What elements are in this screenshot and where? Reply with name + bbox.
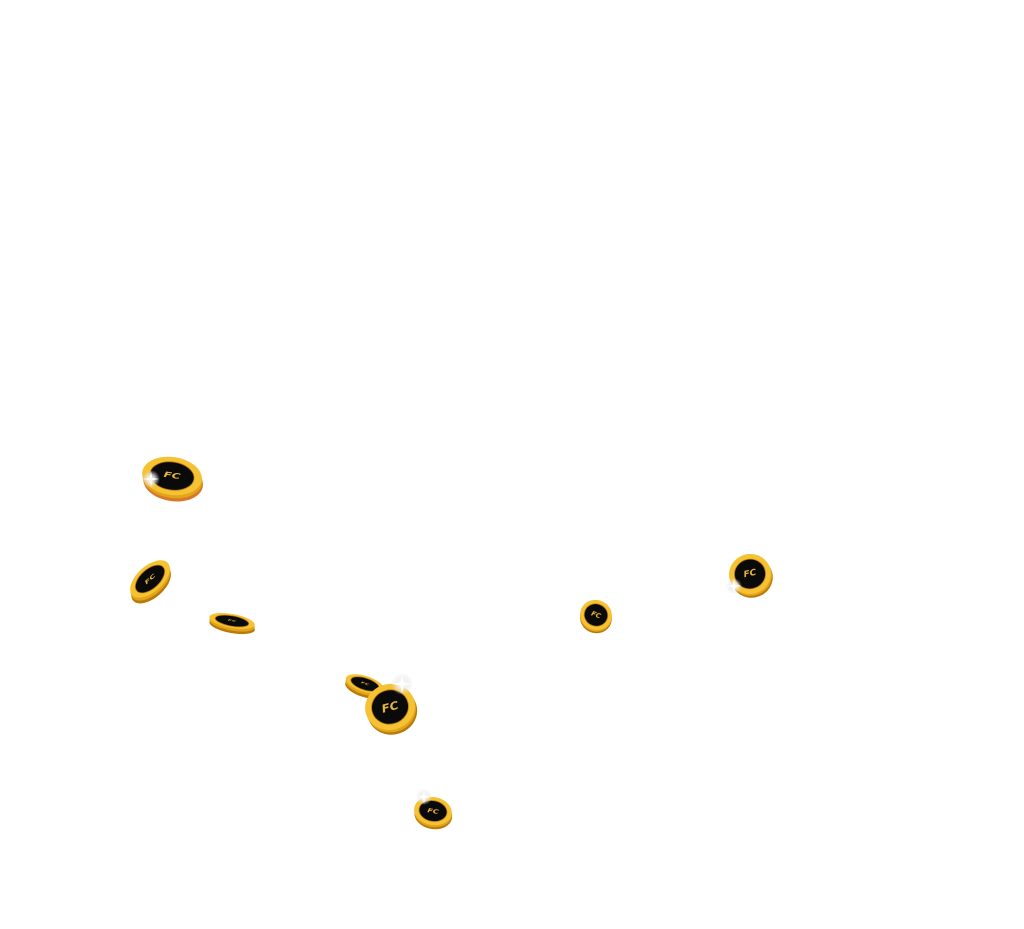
sparkle-icon (142, 470, 160, 488)
coin-face (734, 558, 766, 590)
coin-icon: FC (142, 456, 203, 502)
coin-icon: FC (130, 560, 171, 604)
coin-icon: FC (580, 599, 612, 634)
coin-face (583, 603, 609, 627)
coin-face (134, 564, 166, 594)
coin-icon: FC (729, 553, 773, 598)
coin-label: FC (427, 806, 440, 816)
sparkle-icon (416, 789, 432, 805)
coin-face (371, 689, 409, 725)
coin-label: FC (743, 568, 758, 580)
coin-label: FC (590, 610, 602, 621)
sparkle-star (142, 470, 160, 488)
coin-face (214, 614, 250, 628)
coin-icon: FC (209, 613, 255, 635)
sparkle-icon (391, 673, 413, 695)
coin-label: FC (163, 471, 182, 482)
coin-icon: FC (365, 683, 418, 735)
sparkle-icon (726, 578, 742, 594)
coin-label: FC (361, 681, 371, 687)
sparkle-star (726, 578, 742, 594)
coin-face (418, 800, 448, 822)
sparkle-star (416, 789, 432, 805)
coin-label: FC (380, 698, 400, 715)
coin-label: FC (228, 619, 238, 623)
sparkle-star (392, 674, 412, 694)
